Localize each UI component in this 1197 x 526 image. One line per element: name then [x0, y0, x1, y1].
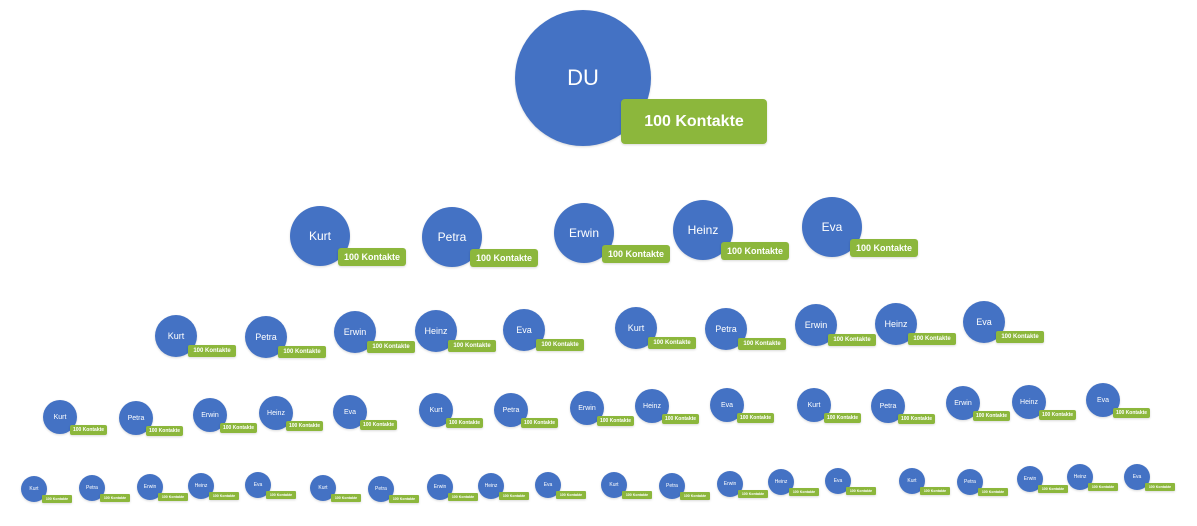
level4-group4-petra-contacts-badge: 100 Kontakte: [978, 488, 1008, 496]
level4-group4-heinz-circle: Heinz: [1067, 464, 1093, 490]
level2-group1-kurt-contacts-badge: 100 Kontakte: [188, 345, 236, 357]
level3-group2-kurt-contacts-badge: 100 Kontakte: [446, 418, 483, 428]
level4-group4-erwin-contacts-badge: 100 Kontakte: [1038, 485, 1068, 493]
level3-group2-petra-contacts-badge: 100 Kontakte: [521, 418, 558, 428]
level3-group3-kurt-contacts-badge: 100 Kontakte: [824, 413, 861, 423]
level4-group2-erwin-contacts-badge: 100 Kontakte: [448, 493, 478, 501]
level3-group3-petra-contacts-badge: 100 Kontakte: [898, 414, 935, 424]
level4-group4-kurt-contacts-badge: 100 Kontakte: [920, 487, 950, 495]
level4-group3-erwin-contacts-badge: 100 Kontakte: [738, 490, 768, 498]
level3-group3-erwin-contacts-badge: 100 Kontakte: [973, 411, 1010, 421]
level1-group1-kurt-contacts-badge: 100 Kontakte: [338, 248, 406, 266]
level1-group1-erwin-contacts-badge: 100 Kontakte: [602, 245, 670, 263]
level4-group2-kurt-contacts-badge: 100 Kontakte: [331, 494, 361, 502]
level3-group1-petra-contacts-badge: 100 Kontakte: [146, 426, 183, 436]
level2-group2-kurt-circle: Kurt: [615, 307, 657, 349]
level4-group1-erwin-contacts-badge: 100 Kontakte: [158, 493, 188, 501]
level4-group1-eva-contacts-badge: 100 Kontakte: [266, 491, 296, 499]
level2-group1-erwin-contacts-badge: 100 Kontakte: [367, 341, 415, 353]
level4-group1-kurt-contacts-badge: 100 Kontakte: [42, 495, 72, 503]
level4-group4-heinz-contacts-badge: 100 Kontakte: [1088, 483, 1118, 491]
level4-group3-heinz-contacts-badge: 100 Kontakte: [789, 488, 819, 496]
root-du-circle: DU: [515, 10, 651, 146]
level3-group1-eva-contacts-badge: 100 Kontakte: [360, 420, 397, 430]
level4-group2-heinz-contacts-badge: 100 Kontakte: [499, 492, 529, 500]
level3-group2-erwin-contacts-badge: 100 Kontakte: [597, 416, 634, 426]
level4-group2-petra-contacts-badge: 100 Kontakte: [389, 495, 419, 503]
level4-group3-kurt-contacts-badge: 100 Kontakte: [622, 491, 652, 499]
level3-group3-heinz-contacts-badge: 100 Kontakte: [1039, 410, 1076, 420]
level4-group1-petra-contacts-badge: 100 Kontakte: [100, 494, 130, 502]
level3-group1-heinz-contacts-badge: 100 Kontakte: [286, 421, 323, 431]
level2-group2-petra-contacts-badge: 100 Kontakte: [738, 338, 786, 350]
level3-group2-heinz-contacts-badge: 100 Kontakte: [662, 414, 699, 424]
level1-group1-petra-contacts-badge: 100 Kontakte: [470, 249, 538, 267]
level2-group1-eva-contacts-badge: 100 Kontakte: [536, 339, 584, 351]
level1-group1-heinz-contacts-badge: 100 Kontakte: [721, 242, 789, 260]
level2-group2-heinz-contacts-badge: 100 Kontakte: [908, 333, 956, 345]
level2-group2-erwin-contacts-badge: 100 Kontakte: [828, 334, 876, 346]
level3-group3-eva-contacts-badge: 100 Kontakte: [1113, 408, 1150, 418]
level3-group2-eva-contacts-badge: 100 Kontakte: [737, 413, 774, 423]
level2-group2-eva-contacts-badge: 100 Kontakte: [996, 331, 1044, 343]
level4-group3-petra-contacts-badge: 100 Kontakte: [680, 492, 710, 500]
level4-group1-heinz-contacts-badge: 100 Kontakte: [209, 492, 239, 500]
level2-group2-kurt-contacts-badge: 100 Kontakte: [648, 337, 696, 349]
root-du-contacts-badge: 100 Kontakte: [621, 99, 767, 144]
level4-group2-eva-contacts-badge: 100 Kontakte: [556, 491, 586, 499]
level3-group1-erwin-contacts-badge: 100 Kontakte: [220, 423, 257, 433]
level3-group1-kurt-contacts-badge: 100 Kontakte: [70, 425, 107, 435]
level2-group1-petra-contacts-badge: 100 Kontakte: [278, 346, 326, 358]
level4-group4-eva-contacts-badge: 100 Kontakte: [1145, 483, 1175, 491]
level1-group1-eva-contacts-badge: 100 Kontakte: [850, 239, 918, 257]
level2-group1-heinz-contacts-badge: 100 Kontakte: [448, 340, 496, 352]
level4-group3-eva-contacts-badge: 100 Kontakte: [846, 487, 876, 495]
